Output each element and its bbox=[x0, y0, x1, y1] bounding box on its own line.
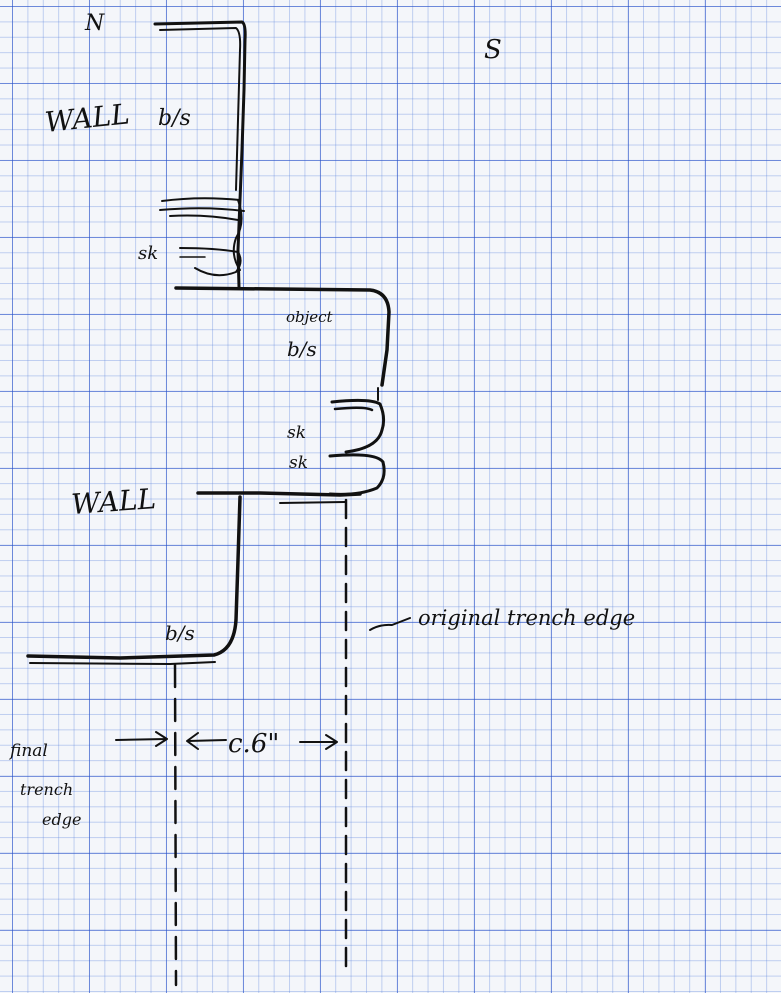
final-trench-edge-arrow bbox=[115, 731, 168, 747]
bs-object-label: b/s bbox=[287, 337, 317, 361]
bs-top-label: b/s bbox=[158, 106, 191, 131]
distance-arrow-left bbox=[186, 732, 227, 750]
distance-arrow-right bbox=[299, 734, 338, 750]
final-trench-edge-label-line2: trench bbox=[20, 780, 73, 799]
object-label: object bbox=[286, 308, 334, 326]
final-trench-edge-line bbox=[173, 663, 178, 987]
wall-top-label: WALL bbox=[43, 97, 131, 139]
original-trench-edge-label: original trench edge bbox=[418, 606, 635, 630]
lower-wall-outline bbox=[26, 495, 242, 665]
sk-object-label-1: sk bbox=[287, 423, 306, 443]
middle-wall-outline bbox=[196, 491, 362, 504]
wall-middle-label: WALL bbox=[70, 482, 157, 521]
sk-top-label: sk bbox=[138, 243, 158, 264]
final-trench-edge-label-line3: edge bbox=[42, 810, 81, 829]
bs-bottom-label: b/s bbox=[165, 621, 195, 645]
object-outline bbox=[174, 286, 391, 496]
final-trench-edge-label-line1: final bbox=[8, 741, 48, 761]
upper-wall-outline bbox=[153, 20, 247, 289]
north-label: N bbox=[84, 11, 105, 36]
distance-label: c.6" bbox=[228, 729, 279, 759]
original-trench-edge-leader bbox=[369, 617, 411, 631]
sk-object-label-2: sk bbox=[289, 453, 308, 473]
south-label: S bbox=[484, 35, 502, 65]
